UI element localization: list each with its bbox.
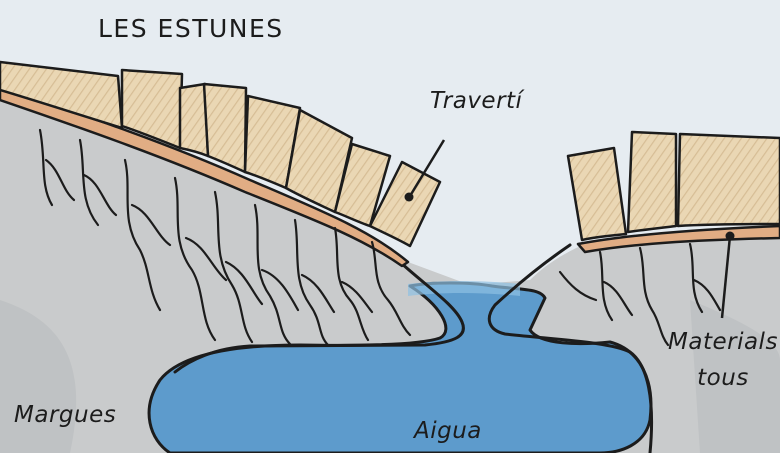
soft-materials-marker (726, 232, 735, 241)
label-soft-materials: Materials tous (668, 324, 778, 396)
label-marl: Margues (14, 402, 116, 428)
travertine-marker (405, 193, 414, 202)
label-travertine: Travertí (430, 88, 522, 114)
label-water: Aigua (414, 418, 482, 444)
label-soft-materials-line2: tous (668, 360, 778, 396)
diagram-title: LES ESTUNES (98, 14, 284, 43)
label-soft-materials-line1: Materials (668, 324, 778, 360)
